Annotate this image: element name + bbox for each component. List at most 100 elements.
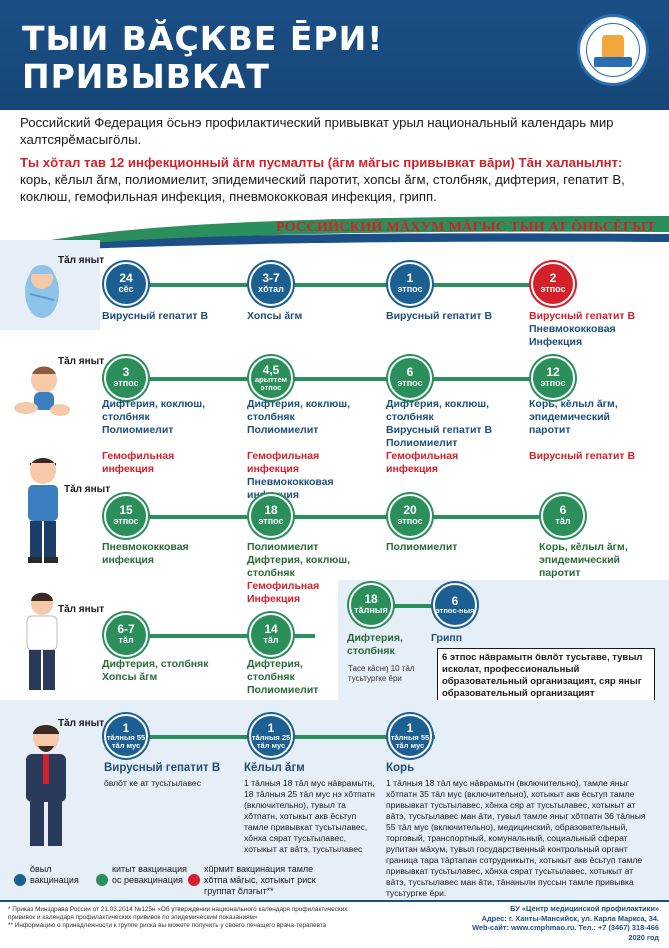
vaccine-list-b3-3: Полиомиелит — [386, 541, 536, 554]
adult-vaccine-title-3: Корь — [386, 762, 415, 774]
vaccine-name: паротит — [539, 567, 581, 579]
vaccine-name: Пневмококковая — [529, 323, 616, 335]
vaccine-name: Полиомиелит — [102, 424, 174, 436]
vaccine-name: паротит — [529, 424, 571, 436]
vaccine-name: Хопсы ăгм — [102, 671, 158, 683]
year: 2020 год — [628, 932, 659, 942]
vaccine-list-b1-1: Вирусный гепатит В — [102, 310, 252, 323]
age-label-b5: Тăл яныт — [58, 718, 105, 729]
title-line-1: ТЫИ ВĂҪКВЕ ĒРИ! — [22, 19, 384, 58]
vaccine-name: Дифтерия, коклюш, — [247, 398, 351, 410]
footer-notes: * Приказ Минздрава России от 21.03.2014 … — [8, 906, 368, 930]
age-number: 6 — [559, 503, 567, 517]
age-number: 1 — [406, 271, 414, 285]
vaccine-name: Корь, кĕлыл ăгм, — [539, 541, 628, 553]
age-unit: этпос — [397, 378, 423, 388]
vaccine-name: Вирусный гепатит В — [102, 310, 209, 322]
header-banner: ТЫИ ВĂҪКВЕ ĒРИ! ПРИВЫВКАТ — [0, 0, 669, 110]
age-unit: этпос — [540, 284, 566, 294]
age-number: 6 — [406, 365, 414, 379]
vaccine-name: Вирусный гепатит В — [386, 424, 493, 436]
age-unit: хŏтал — [258, 284, 284, 294]
age-unit: сĕс — [118, 284, 134, 294]
adult-vaccine-title-2: Кĕлыл ăгм — [244, 762, 305, 774]
age-number: 6 — [451, 593, 459, 608]
footnote-2: ** Информацию о принадлежности к группе … — [8, 922, 327, 929]
adult-vaccine-title-1: Вирусный гепатит В — [104, 762, 221, 774]
age-unit: арыттем этпос — [254, 374, 288, 392]
age-unit: этпос — [258, 516, 284, 526]
vaccine-name: Дифтерия, столбняк — [102, 658, 209, 670]
vaccine-name: Вирусный гепатит В — [529, 310, 636, 322]
child-boy-icon — [22, 455, 64, 565]
timeline-b2 — [105, 377, 570, 381]
age-number: 2 — [549, 271, 557, 285]
vaccine-name: Вирусный гепатит В — [386, 310, 493, 322]
vaccine-list-b1-3: Вирусный гепатит В — [386, 310, 536, 323]
legend-swatch — [96, 874, 108, 886]
infant-icon — [12, 364, 72, 422]
page-title: ТЫИ ВĂҪКВЕ ĒРИ! ПРИВЫВКАТ — [22, 20, 383, 96]
vaccine-name: Пневмококковая — [247, 476, 334, 488]
vaccine-name: столбняк — [247, 411, 295, 423]
age-number: 6-7 — [117, 622, 135, 636]
age-number: 1 — [406, 720, 414, 735]
age-number: 4,5 — [262, 362, 280, 377]
age-unit: этпос — [397, 284, 423, 294]
age-number: 1 — [122, 720, 130, 735]
legend-label: хŭрмит вакцинация тамле хŏтпа мāгыс, хот… — [204, 864, 316, 896]
org-website-phone: Web-сайт: www.cmphmao.ru. Тел.: +7 (3467… — [472, 923, 659, 932]
adult-vaccine-text-1: ŏвлŏт ке ат тусьтылавес — [104, 778, 201, 788]
timeline-b4-side — [350, 604, 460, 608]
age-unit: этпос — [113, 516, 139, 526]
vaccine-name: Полиомиелит — [247, 684, 319, 696]
title-swoosh — [0, 216, 669, 252]
vaccine-list-b4s-2: Грипп — [431, 632, 581, 645]
timeline-b1 — [105, 283, 570, 287]
vaccine-name: столбняк — [102, 411, 150, 423]
medical-center-logo — [577, 14, 649, 86]
infections-list: Ты хŏтал тав 12 инфекционный ăгм пусмалт… — [20, 154, 655, 205]
vaccine-name: Дифтерия, коклюш, — [247, 554, 351, 566]
vaccine-name: Дифтерия, коклюш, — [386, 398, 490, 410]
age-label-b3: Тăл яныт — [64, 484, 111, 495]
adult-vaccine-text-3: 1 тāлныя 18 тāл мус нāврамытн (включител… — [386, 778, 646, 898]
org-address: Адрес: г. Ханты-Мансийск, ул. Карла Марк… — [481, 913, 659, 923]
vaccine-name: Инфекция — [247, 593, 301, 605]
age-number: 18 — [364, 592, 378, 606]
vaccine-name: эпидемический — [529, 411, 610, 423]
timeline-b4 — [105, 634, 315, 638]
vaccine-name — [247, 437, 397, 450]
title-line-2: ПРИВЫВКАТ — [22, 57, 270, 96]
age-unit: тăлныя 25 тăл мус — [251, 732, 291, 750]
vaccine-name: Дифтерия, коклюш, — [102, 398, 206, 410]
age-unit: этпос-ныя — [435, 605, 475, 615]
baby-swaddled-icon — [22, 258, 62, 318]
vaccine-name: инфекция — [247, 463, 299, 475]
infections-names: корь, кĕлыл ăгм, полиомиелит, эпидемичес… — [20, 172, 625, 204]
vaccine-name: Гемофильная — [386, 450, 459, 462]
age-label-b4: Тăл яныт — [58, 604, 105, 615]
vaccine-name: эпидемический — [539, 554, 620, 566]
age-unit: тăлныя — [354, 605, 388, 615]
intro-text: Российский Федерация ӧсьнэ профилактичес… — [20, 115, 614, 147]
vaccine-name: Гемофильная — [247, 450, 320, 462]
age-unit: этпос — [397, 516, 423, 526]
vaccine-name: столбняк — [247, 567, 295, 579]
vaccine-name: столбняк — [347, 645, 395, 657]
